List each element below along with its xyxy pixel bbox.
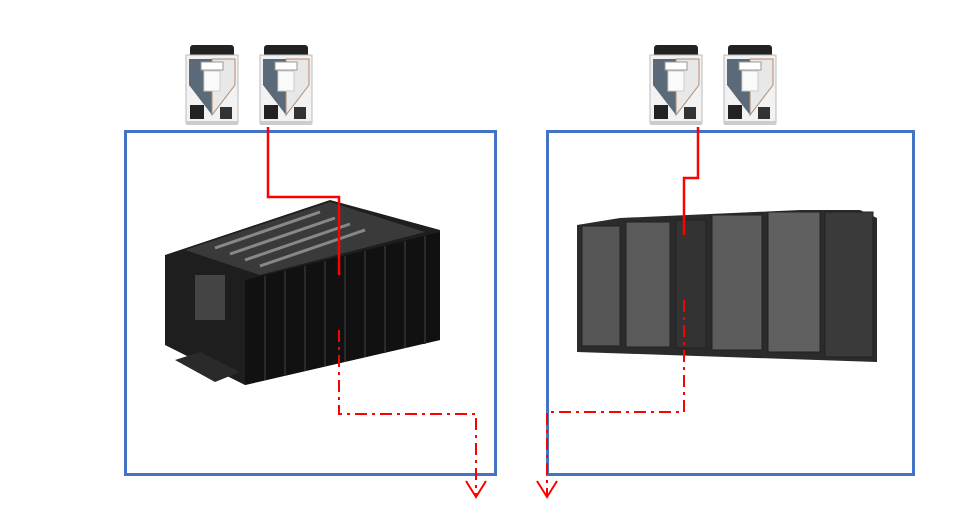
left-room-boundary [124, 130, 497, 476]
containment-pod [165, 200, 440, 385]
rack-row [577, 210, 877, 362]
condenser-unit [723, 44, 777, 126]
right-down-arrow-icon [536, 480, 558, 499]
right-liquid-line [682, 127, 700, 235]
right-condenser-pair [649, 44, 777, 126]
left-down-arrow-icon [465, 480, 487, 499]
condenser-unit [649, 44, 703, 126]
refrigerant-pipes [266, 127, 700, 499]
condenser-unit [185, 44, 239, 126]
condenser-unit [259, 44, 313, 126]
right-room-boundary [546, 130, 915, 476]
left-drain-line [338, 330, 477, 495]
left-liquid-line [266, 127, 341, 275]
right-drain-line [546, 300, 685, 495]
left-condenser-pair [185, 44, 313, 126]
